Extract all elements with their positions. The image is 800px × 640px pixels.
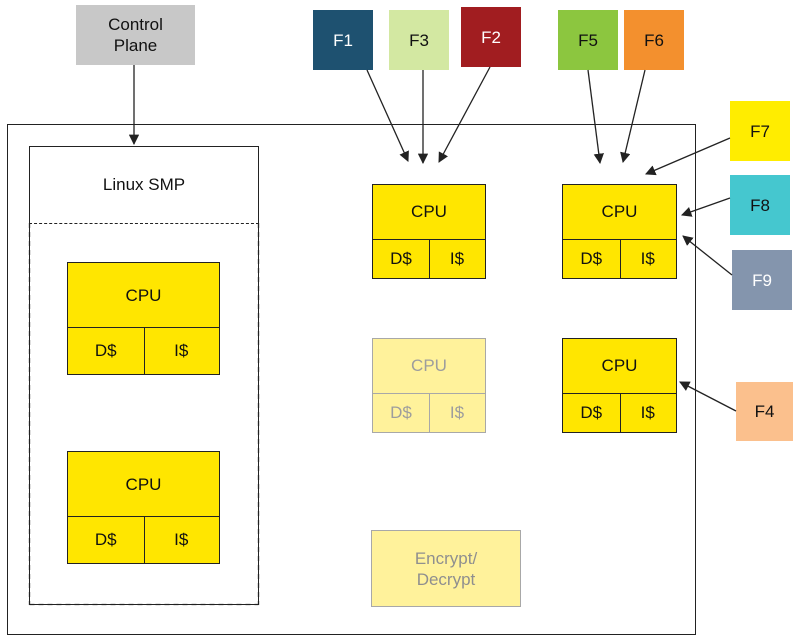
flow-f4-label: F4 (754, 402, 775, 421)
control-plane-label: Control Plane (108, 15, 163, 55)
linux-smp-box (29, 146, 259, 605)
flow-f8: F8 (730, 175, 790, 235)
flow-f1-label: F1 (333, 30, 353, 50)
cpu-mid-top: CPU D$ I$ (372, 184, 486, 279)
icache-label: I$ (640, 248, 655, 268)
flow-f5-label: F5 (578, 30, 598, 50)
linux-smp-label: Linux SMP (102, 175, 186, 194)
flow-f7: F7 (730, 101, 790, 161)
flow-f3: F3 (389, 10, 449, 70)
cpu-right-top: CPU D$ I$ (562, 184, 677, 279)
arrow-f9 (682, 235, 733, 276)
icache-label: I$ (640, 402, 655, 422)
dcache-label: D$ (68, 516, 145, 563)
icache-label: I$ (174, 530, 189, 550)
dcache-label: D$ (563, 392, 621, 432)
icache-label: I$ (174, 341, 189, 361)
flow-f9: F9 (732, 250, 792, 310)
flow-f6-label: F6 (644, 30, 664, 50)
flow-f5: F5 (558, 10, 618, 70)
cpu-label: CPU (68, 452, 219, 518)
cpu-mid-faded: CPU D$ I$ (372, 338, 486, 433)
flow-f2-label: F2 (481, 27, 501, 47)
dcache-label: D$ (373, 392, 430, 432)
dcache-label: D$ (563, 238, 621, 278)
icache-label: I$ (449, 402, 465, 422)
cpu-right-bottom: CPU D$ I$ (562, 338, 677, 433)
flow-f3-label: F3 (409, 30, 429, 50)
cpu-label: CPU (563, 185, 676, 240)
arrow-f7 (645, 137, 731, 176)
cpu-label: CPU (563, 339, 676, 394)
arrow-f5 (587, 69, 604, 165)
system-frame (7, 124, 696, 635)
arrow-f8 (681, 197, 731, 217)
flow-f7-label: F7 (750, 121, 770, 141)
arrow-f1 (366, 69, 409, 162)
arrow-f4 (679, 381, 737, 412)
arrow-f6 (620, 69, 646, 164)
control-plane-box: Control Plane (76, 5, 195, 65)
flow-f6: F6 (624, 10, 684, 70)
flow-f4: F4 (736, 382, 793, 441)
icache-label: I$ (449, 248, 465, 268)
linux-smp-divider (29, 223, 259, 224)
dcache-label: D$ (373, 238, 430, 278)
flow-f1: F1 (313, 10, 373, 70)
flow-f8-label: F8 (750, 195, 770, 215)
flow-f2: F2 (461, 7, 521, 67)
dcache-label: D$ (68, 327, 145, 374)
smp-cpu-2: CPU D$ I$ (67, 451, 220, 564)
encrypt-label: Encrypt/ (414, 548, 478, 568)
arrow-f2 (438, 66, 491, 163)
flow-f9-label: F9 (752, 270, 772, 290)
cpu-label: CPU (68, 263, 219, 329)
encrypt-decrypt-block: Encrypt/ Decrypt (371, 530, 521, 607)
smp-cpu-1: CPU D$ I$ (67, 262, 220, 375)
decrypt-label: Decrypt (416, 569, 476, 589)
